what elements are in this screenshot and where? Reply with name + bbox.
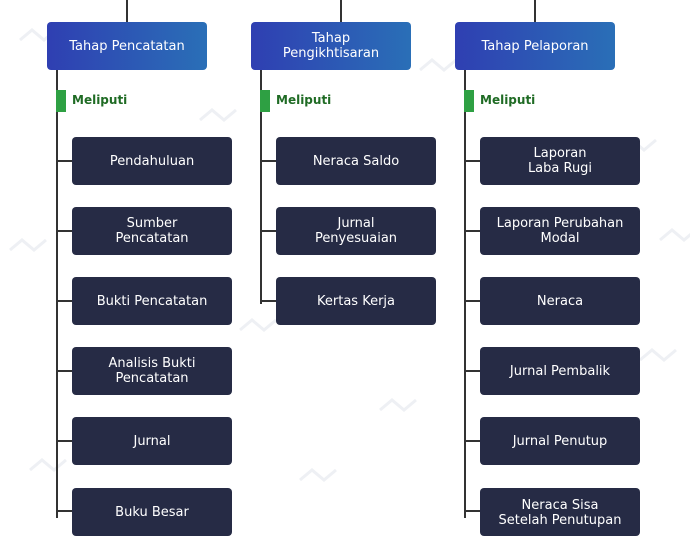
tag-accent-bar xyxy=(464,90,474,112)
connector-line xyxy=(260,70,262,304)
node-neraca: Neraca xyxy=(480,277,640,325)
node-jurnal-penutup: Jurnal Penutup xyxy=(480,417,640,465)
branch-line xyxy=(56,230,72,232)
connector-line xyxy=(126,0,128,22)
node-jurnal: Jurnal xyxy=(72,417,232,465)
tag-accent-bar xyxy=(56,90,66,112)
branch-line xyxy=(464,440,480,442)
tag-label: Meliputi xyxy=(276,93,332,107)
connector-line xyxy=(340,0,342,22)
node-analisis-bukti: Analisis Bukti Pencatatan xyxy=(72,347,232,395)
connector-line xyxy=(534,0,536,22)
node-kertas-kerja: Kertas Kerja xyxy=(276,277,436,325)
branch-line xyxy=(56,370,72,372)
tag-label: Meliputi xyxy=(72,93,128,107)
node-jurnal-pembalik: Jurnal Pembalik xyxy=(480,347,640,395)
branch-line xyxy=(260,230,276,232)
tag-label: Meliputi xyxy=(480,93,536,107)
node-bukti-pencatatan: Bukti Pencatatan xyxy=(72,277,232,325)
node-laporan-perubahan-modal: Laporan Perubahan Modal xyxy=(480,207,640,255)
node-laporan-laba-rugi: Laporan Laba Rugi xyxy=(480,137,640,185)
column-header-pencatatan: Tahap Pencatatan xyxy=(47,22,207,70)
connector-line xyxy=(56,70,58,518)
branch-line xyxy=(56,160,72,162)
node-buku-besar: Buku Besar xyxy=(72,488,232,536)
column-header-pengikhtisaran: Tahap Pengikhtisaran xyxy=(251,22,411,70)
node-sumber-pencatatan: Sumber Pencatatan xyxy=(72,207,232,255)
node-jurnal-penyesuaian: Jurnal Penyesuaian xyxy=(276,207,436,255)
branch-line xyxy=(464,300,480,302)
branch-line xyxy=(464,370,480,372)
branch-line xyxy=(260,160,276,162)
node-neraca-saldo: Neraca Saldo xyxy=(276,137,436,185)
tag-accent-bar xyxy=(260,90,270,112)
branch-line xyxy=(464,510,480,512)
column-header-pelaporan: Tahap Pelaporan xyxy=(455,22,615,70)
branch-line xyxy=(260,300,276,302)
branch-line xyxy=(464,230,480,232)
branch-line xyxy=(56,300,72,302)
node-neraca-sisa: Neraca Sisa Setelah Penutupan xyxy=(480,488,640,536)
branch-line xyxy=(56,510,72,512)
branch-line xyxy=(56,440,72,442)
connector-line xyxy=(464,70,466,518)
branch-line xyxy=(464,160,480,162)
node-pendahuluan: Pendahuluan xyxy=(72,137,232,185)
